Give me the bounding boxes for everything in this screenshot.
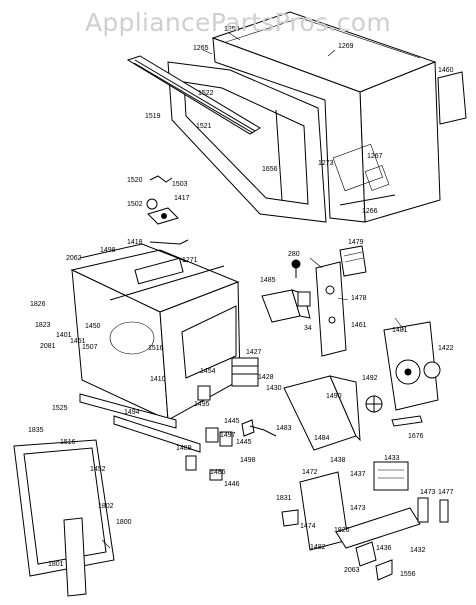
label-1498-b: 1498 (240, 457, 256, 464)
label-1800: 1800 (116, 519, 132, 526)
label-1446: 1446 (224, 481, 240, 488)
label-1267: 1267 (367, 153, 383, 160)
label-1494: 1494 (124, 409, 140, 416)
label-1521: 1521 (196, 123, 212, 130)
label-1525: 1525 (52, 405, 68, 412)
bracket-1478 (315, 261, 347, 357)
label-1656: 1656 (262, 166, 278, 173)
label-1430: 1430 (266, 385, 282, 392)
label-1489: 1489 (176, 445, 192, 452)
small-parts-left (146, 175, 189, 245)
label-1477: 1477 (438, 489, 454, 496)
label-1445-a: 1445 (224, 418, 240, 425)
label-1497: 1497 (220, 432, 236, 439)
label-1831: 1831 (276, 495, 292, 502)
label-1502: 1502 (127, 201, 143, 208)
label-1801: 1801 (48, 561, 64, 568)
label-1472: 1472 (302, 469, 318, 476)
label-1269: 1269 (338, 43, 354, 50)
label-1473-a: 1473 (420, 489, 436, 496)
part-1479 (339, 245, 367, 277)
label-1452: 1452 (90, 466, 106, 473)
label-1516: 1516 (60, 439, 76, 446)
oven-cavity (70, 243, 241, 421)
label-1823: 1823 (35, 322, 51, 329)
label-1250: 1250 (224, 26, 240, 33)
label-1410: 1410 (150, 376, 166, 383)
label-1460: 1460 (438, 67, 454, 74)
label-1826: 1826 (30, 301, 46, 308)
label-280: 280 (288, 251, 300, 258)
label-1826-b: 1826 (334, 527, 350, 534)
label-1484: 1484 (314, 435, 330, 442)
label-1492: 1492 (362, 375, 378, 382)
leader-lines (101, 32, 405, 549)
label-1556: 1556 (400, 571, 416, 578)
label-1490: 1490 (326, 393, 342, 400)
label-1802: 1802 (98, 503, 114, 510)
label-1417: 1417 (174, 195, 190, 202)
vent-strip (126, 55, 261, 135)
label-1495: 1495 (194, 401, 210, 408)
label-1266: 1266 (362, 208, 378, 215)
label-34: 34 (304, 325, 312, 332)
label-1427: 1427 (246, 349, 262, 356)
label-1486: 1486 (210, 469, 226, 476)
part-1460 (437, 71, 467, 125)
label-1503: 1503 (172, 181, 188, 188)
label-1516-top: 1516 (148, 345, 164, 352)
label-1401: 1401 (56, 332, 72, 339)
label-2062: 2062 (66, 255, 82, 262)
label-1519: 1519 (145, 113, 161, 120)
label-1418: 1418 (127, 239, 143, 246)
label-1835: 1835 (28, 427, 44, 434)
label-1483: 1483 (276, 425, 292, 432)
bottom-rails (79, 393, 201, 453)
label-1474: 1474 (300, 523, 316, 530)
label-1473-b: 1473 (350, 505, 366, 512)
label-1482: 1482 (310, 544, 326, 551)
label-1271: 1271 (182, 257, 198, 264)
bar-1676 (391, 415, 423, 427)
fan-assembly (383, 321, 441, 411)
label-1438: 1438 (330, 457, 346, 464)
label-1481: 1481 (392, 327, 408, 334)
label-2081: 2081 (40, 343, 56, 350)
label-1273: 1273 (318, 160, 334, 167)
label-1432: 1432 (410, 547, 426, 554)
outer-cabinet (211, 11, 441, 223)
door-1800 (13, 439, 115, 597)
label-1507: 1507 (82, 344, 98, 351)
label-1433: 1433 (384, 455, 400, 462)
label-1485: 1485 (260, 277, 276, 284)
label-1479: 1479 (348, 239, 364, 246)
label-1522: 1522 (198, 90, 214, 97)
screw-280 (291, 259, 301, 278)
label-1461: 1461 (351, 322, 367, 329)
block-1485 (261, 289, 311, 323)
label-1676: 1676 (408, 433, 424, 440)
label-1422: 1422 (438, 345, 454, 352)
label-1498: 1498 (100, 247, 116, 254)
label-1450: 1450 (85, 323, 101, 330)
label-1478: 1478 (351, 295, 367, 302)
label-1265: 1265 (193, 45, 209, 52)
label-1451: 1451 (70, 338, 86, 345)
label-1454: 1454 (200, 368, 216, 375)
label-1437: 1437 (350, 471, 366, 478)
duct-1490 (283, 375, 383, 451)
label-1436: 1436 (376, 545, 392, 552)
switches-center (185, 385, 277, 481)
label-1428: 1428 (258, 374, 274, 381)
label-2063: 2063 (344, 567, 360, 574)
label-1520: 1520 (127, 177, 143, 184)
control-panel (281, 461, 449, 581)
magnetron (231, 357, 259, 387)
label-1445-b: 1445 (236, 439, 252, 446)
